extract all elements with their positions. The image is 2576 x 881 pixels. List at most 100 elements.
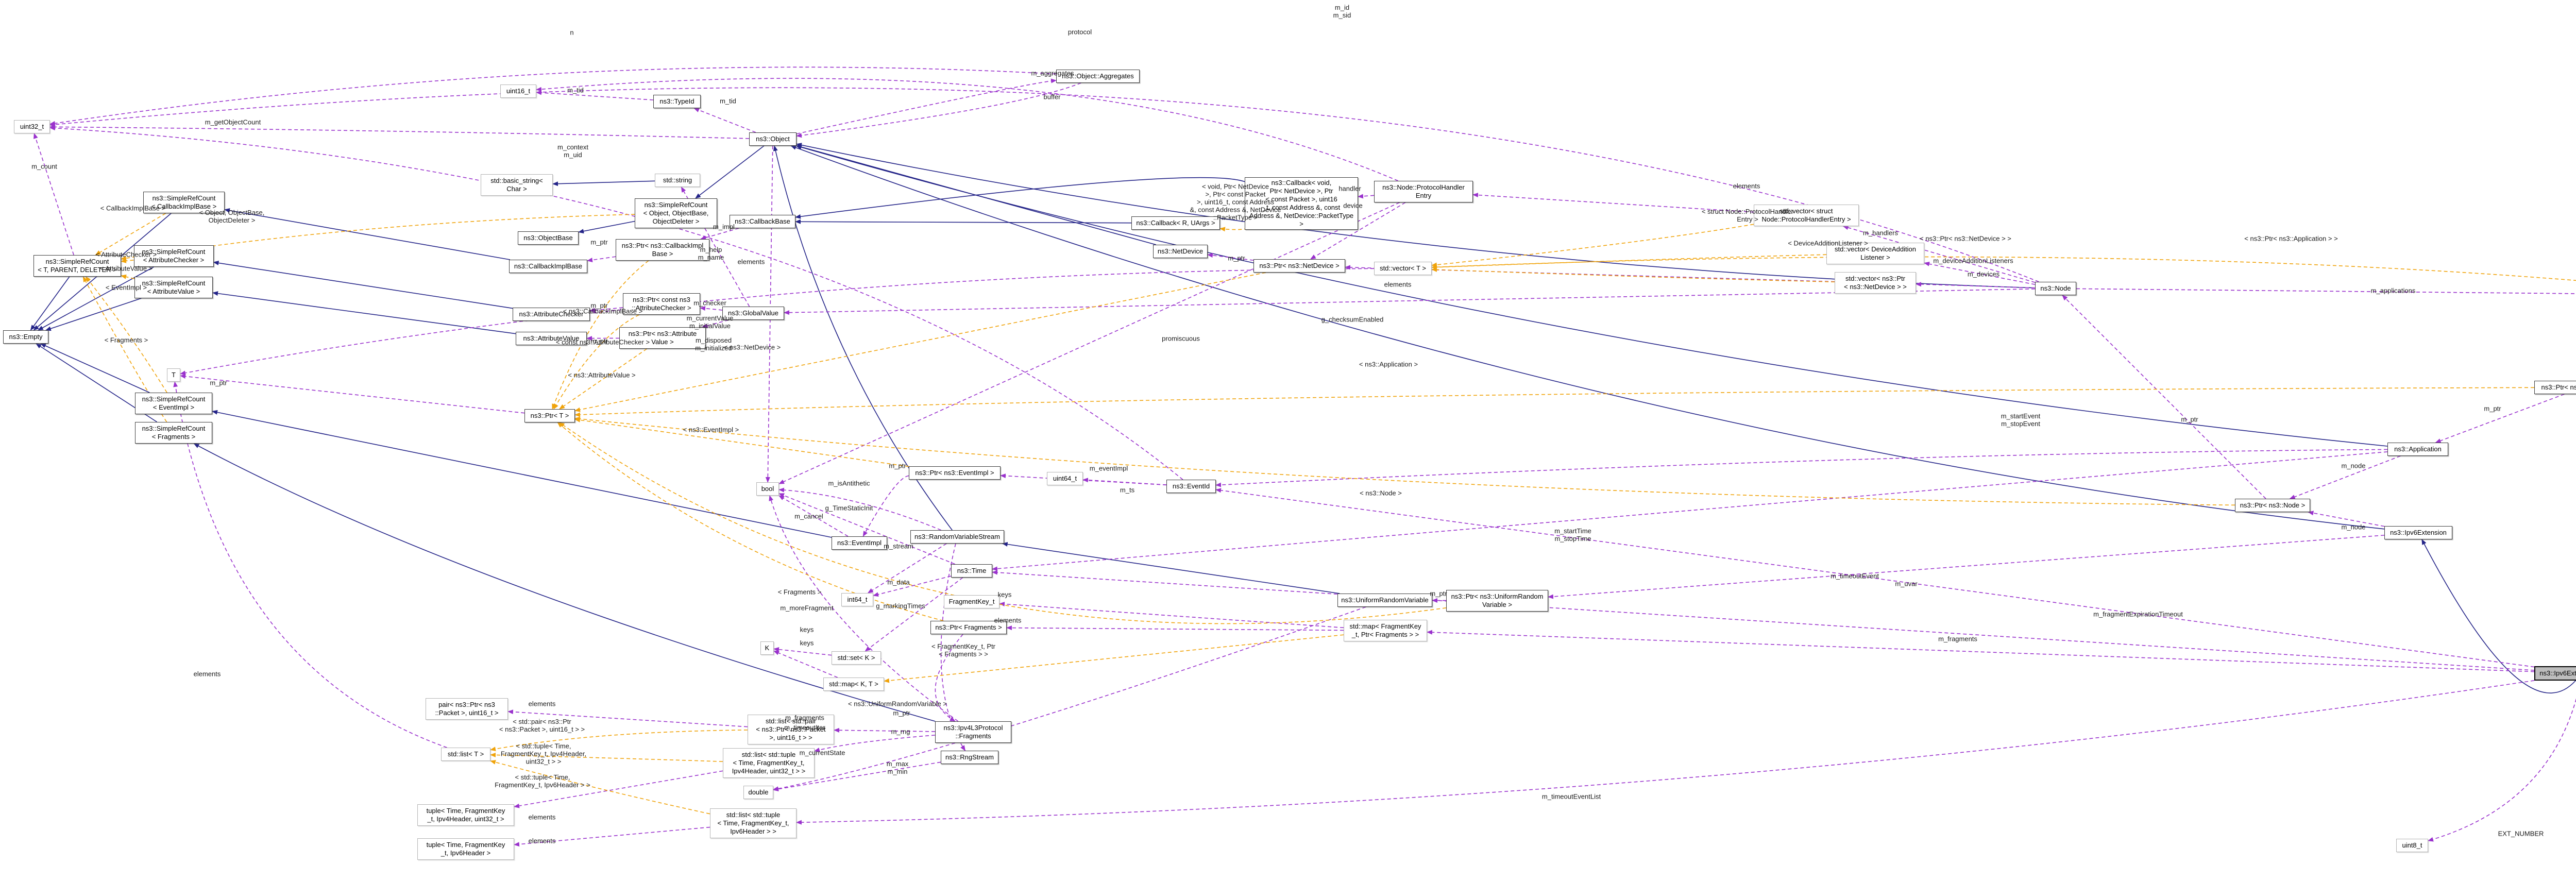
class-node-empty[interactable]: ns3::Empty [3,330,48,344]
class-node-vec-dal: std::vector< DeviceAddition Listener > [1826,243,1924,264]
edge-phe-uint16 [536,78,1398,181]
class-node-callbackbase[interactable]: ns3::CallbackBase [730,215,795,228]
edge-application-time [992,451,2388,571]
class-node-rngstream[interactable]: ns3::RngStream [941,751,998,764]
class-node-bool: bool [756,482,779,496]
edge-node-vec-dal [1924,261,2036,285]
edge-eventimpl-bool [778,495,849,537]
class-node-time[interactable]: ns3::Time [951,564,992,578]
class-node-ptr-netdevice[interactable]: ns3::Ptr< ns3::NetDevice > [1253,259,1345,273]
edge-list-tuple6-tuple6 [514,826,710,847]
class-node-ipv6ext[interactable]: ns3::Ipv6Extension [2384,526,2452,539]
edge-object-aggregates [796,78,1057,134]
class-node-globalvalue[interactable]: ns3::GlobalValue [722,307,784,320]
class-node-ptr-cac[interactable]: ns3::Ptr< const ns3 ::AttributeChecker > [623,293,700,315]
class-node-ptr-eventimpl[interactable]: ns3::Ptr< ns3::EventImpl > [909,466,1001,480]
edge-src-av-empty [45,298,142,331]
edge-phe-cb-big [1358,194,1375,199]
class-node-src-ood[interactable]: ns3::SimpleRefCount < Object, ObjectBase… [635,198,717,228]
edge-callbackbase-ptr-cib [700,228,739,240]
class-node-kbox: K [760,641,774,655]
class-node-src-fr[interactable]: ns3::SimpleRefCount < Fragments > [135,422,212,444]
class-node-ptr-cib[interactable]: ns3::Ptr< ns3::CallbackImpl Base > [616,239,709,261]
edge-rvs-int64 [867,543,947,594]
edge-ptr-cib-callbackimplbase [587,256,616,263]
edge-typeid-uint16 [536,90,654,100]
class-node-cb-big[interactable]: ns3::Callback< void, Ptr< NetDevice >, P… [1245,177,1358,230]
edge-main-time [992,570,2535,671]
class-node-vec-t: std::vector< T > [1374,262,1432,275]
edge-vec-phe-phe [1472,193,1754,213]
edge-src-ac-src-tpd [121,258,134,263]
edge-main-eventid [1215,488,2535,668]
edge-node-vec-ptr-nd [1916,282,2036,289]
class-node-vec-phe: std::vector< struct Node::ProtocolHandle… [1754,205,1859,226]
class-node-src-ac[interactable]: ns3::SimpleRefCount < AttributeChecker > [133,245,214,267]
edge-map-frag-fragmentkey [999,601,1344,629]
class-node-src-av[interactable]: ns3::SimpleRefCount < AttributeValue > [134,277,213,298]
main-class-node-main: ns3::Ipv6ExtensionFragment [2534,666,2576,681]
edge-ipv6ext-ptr-node [2308,511,2385,527]
class-node-list-tuple4: std::list< std::tuple < Time, FragmentKe… [723,748,815,778]
class-node-attributechecker[interactable]: ns3::AttributeChecker [513,308,590,321]
class-node-node[interactable]: ns3::Node [2035,282,2076,295]
class-node-eventid[interactable]: ns3::EventId [1166,480,1216,493]
edge-attributechecker-src-ac [213,261,513,309]
edge-vec-ptr-app-vec-t [1431,256,2576,281]
edge-aggregates-object [796,82,1081,138]
class-node-ptr-av[interactable]: ns3::Ptr< ns3::Attribute Value > [619,327,706,349]
edge-src-tpd-empty [30,276,70,331]
class-node-ptr-app[interactable]: ns3::Ptr< ns3::Application > [2534,381,2576,394]
edge-eventid-uint64 [1082,478,1167,485]
class-node-fragmentkey: FragmentKey_t [944,595,999,608]
class-node-cb-r-uargs[interactable]: ns3::Callback< R, UArgs > [1131,216,1220,230]
class-node-pair-box: pair< ns3::Ptr< ns3 ::Packet >, uint16_t… [426,698,508,720]
class-node-phe[interactable]: ns3::Node::ProtocolHandler Entry [1374,181,1473,202]
edge-list-t-tbox [173,381,447,748]
edge-src-ood-src-tpd [121,214,635,261]
edge-list-pair-list-t [490,730,748,752]
edge-eventid-uint32 [49,126,1183,480]
edge-node-vec-ptr-app [2076,288,2576,294]
class-node-ipv4frag[interactable]: ns3::Ipv4L3Protocol ::Fragments [935,721,1011,743]
edge-src-ei-empty [40,343,150,393]
class-node-basicstring: std::basic_string< Char > [481,174,553,196]
edge-src-cib-src-tpd [95,213,166,256]
class-node-list-pair: std::list< std::pair < ns3::Ptr< ns3::Pa… [748,715,834,744]
edge-ptr-fragments-ipv4frag [935,634,963,722]
class-node-ptr-node[interactable]: ns3::Ptr< ns3::Node > [2235,499,2310,512]
class-node-ptr-t[interactable]: ns3::Ptr< T > [524,409,575,422]
class-node-list-tuple6: std::list< std::tuple < Time, FragmentKe… [710,808,796,838]
edge-set-k-kbox [773,647,832,656]
class-node-urv[interactable]: ns3::UniformRandomVariable [1337,594,1432,607]
edge-time-int64 [873,575,952,597]
class-node-stdstring: std::string [655,174,700,187]
edge-ptr-av-ptr-t [559,348,647,410]
class-node-attributevalue[interactable]: ns3::AttributeValue [516,332,587,345]
class-node-ptr-urv[interactable]: ns3::Ptr< ns3::UniformRandom Variable > [1446,590,1548,612]
class-node-aggregates[interactable]: ns3::Object::Aggregates [1056,70,1140,83]
edge-stdstring-basicstring [552,180,655,187]
class-node-typeid[interactable]: ns3::TypeId [653,95,701,108]
edge-ptr-cac-ptr-t [553,314,639,410]
class-node-uint64: uint64_t [1047,472,1083,485]
class-node-object[interactable]: ns3::Object [749,132,796,146]
class-node-eventimpl[interactable]: ns3::EventImpl [832,536,887,550]
class-node-uint32: uint32_t [14,120,50,133]
edge-ipv4frag-list-tuple4 [814,735,936,752]
class-node-application[interactable]: ns3::Application [2387,443,2448,456]
class-node-src-cib[interactable]: ns3::SimpleRefCount < CallbackImplBase > [143,192,225,213]
class-node-callbackimplbase[interactable]: ns3::CallbackImplBase [509,260,587,273]
edge-ptr-fragments-ptr-t [557,422,944,621]
class-node-src-ei[interactable]: ns3::SimpleRefCount < EventImpl > [135,393,212,414]
class-node-netdevice[interactable]: ns3::NetDevice [1153,245,1208,258]
class-node-tbox: T [167,368,180,382]
class-node-src-tpd[interactable]: ns3::SimpleRefCount < T, PARENT, DELETER… [33,255,121,277]
class-node-ptr-fragments[interactable]: ns3::Ptr< Fragments > [930,621,1007,634]
edge-phe-bool [778,202,1400,484]
class-node-rvs[interactable]: ns3::RandomVariableStream [910,530,1004,544]
edge-ptr-urv-ptr-t [558,422,1447,624]
class-node-objectbase[interactable]: ns3::ObjectBase [518,231,579,245]
edge-src-av-src-tpd [121,274,135,279]
